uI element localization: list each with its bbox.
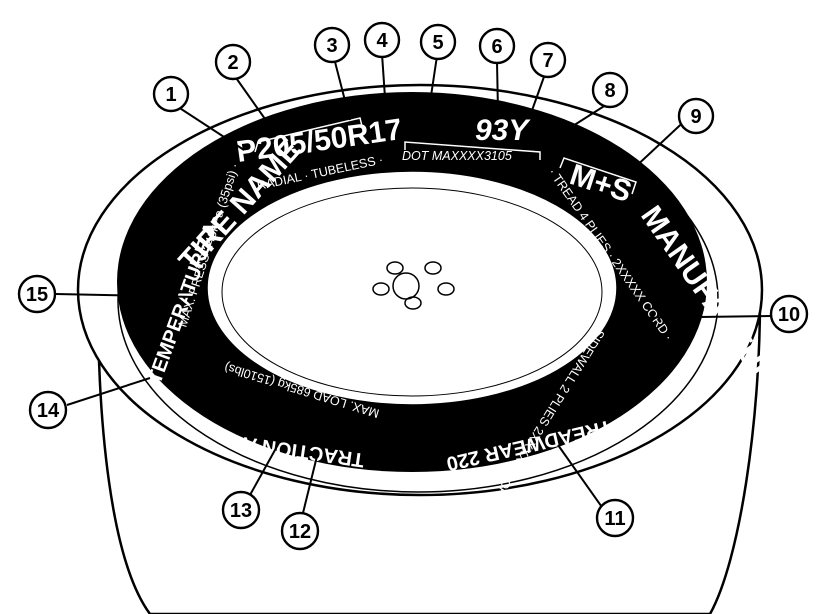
svg-text:15: 15 — [26, 284, 48, 306]
svg-text:8: 8 — [604, 80, 615, 102]
svg-text:10: 10 — [778, 304, 800, 326]
callout-11: 11 — [597, 500, 633, 536]
callout-13: 13 — [223, 492, 259, 528]
callout-1: 1 — [154, 77, 188, 111]
svg-text:2: 2 — [227, 52, 238, 74]
callout-2: 2 — [216, 45, 250, 79]
speed-rating: Y — [508, 114, 531, 147]
callout-10: 10 — [771, 296, 807, 332]
svg-text:3: 3 — [326, 35, 337, 57]
size-rim: 17 — [367, 113, 405, 150]
callout-9: 9 — [679, 99, 713, 133]
callout-5: 5 — [421, 25, 455, 59]
svg-text:7: 7 — [542, 50, 553, 72]
svg-text:5: 5 — [432, 32, 443, 54]
callout-12: 12 — [282, 513, 318, 549]
svg-text:1: 1 — [165, 84, 176, 106]
svg-text:11: 11 — [604, 508, 625, 530]
svg-text:13: 13 — [230, 500, 252, 522]
callout-6: 6 — [480, 29, 514, 63]
callout-7: 7 — [531, 43, 565, 77]
load-index: 93 — [475, 114, 509, 147]
callout-15: 15 — [19, 276, 55, 312]
svg-text:4: 4 — [376, 30, 388, 52]
svg-text:6: 6 — [491, 36, 502, 58]
service-description-text: 93Y — [475, 114, 531, 147]
callout-4: 4 — [365, 23, 399, 57]
callout-14: 14 — [30, 392, 66, 428]
svg-text:12: 12 — [289, 521, 311, 543]
dot-code-text: DOT MAXXXX3105 — [402, 149, 512, 163]
callout-8: 8 — [593, 73, 627, 107]
svg-text:14: 14 — [37, 400, 60, 422]
callout-3: 3 — [315, 28, 349, 62]
svg-text:9: 9 — [690, 106, 701, 128]
